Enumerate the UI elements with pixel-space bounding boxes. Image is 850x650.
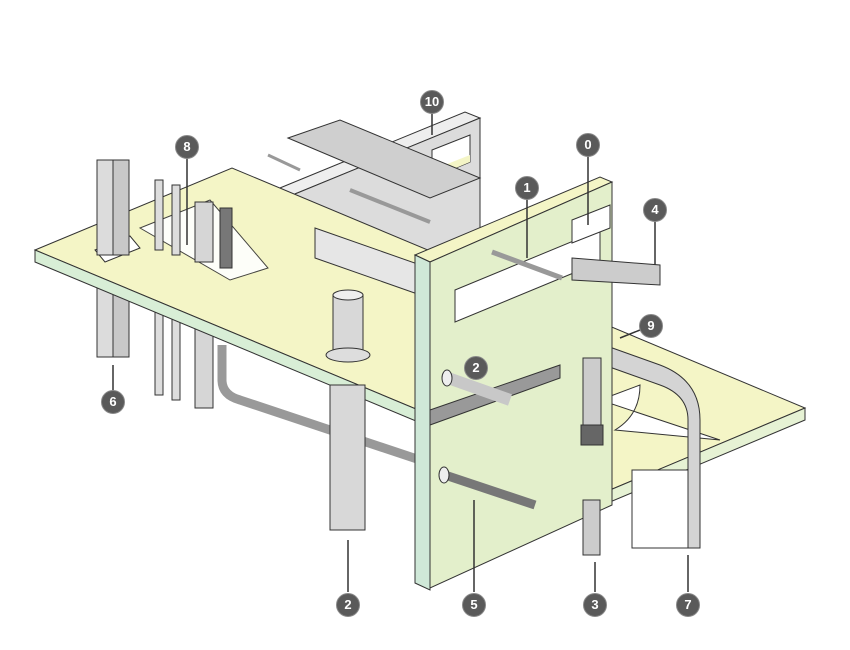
pipes-8 [154, 179, 233, 269]
column-6 [96, 159, 130, 256]
callout-4: 4 [643, 198, 667, 222]
sleeve-5 [438, 466, 537, 510]
sleeve-1 [349, 188, 563, 281]
callout-0: 0 [576, 133, 600, 157]
callout-8: 8 [175, 135, 199, 159]
pipe-3 [580, 357, 604, 556]
callout-7: 7 [676, 593, 700, 617]
pipe-2-vertical [325, 289, 371, 531]
callout-3: 3 [583, 593, 607, 617]
sleeve-2 [441, 369, 513, 406]
bent-conduit-under-slab [217, 345, 422, 465]
callout-10: 10 [420, 90, 444, 114]
callout-6: 6 [101, 390, 125, 414]
callout-1: 1 [515, 176, 539, 200]
callout-5: 5 [462, 593, 486, 617]
cable-tray-4-back [267, 119, 482, 199]
leader-lines [112, 113, 689, 592]
callout-9: 9 [639, 314, 663, 338]
callout-2-pipe: 2 [336, 593, 360, 617]
callout-2-sleeve: 2 [464, 356, 488, 380]
